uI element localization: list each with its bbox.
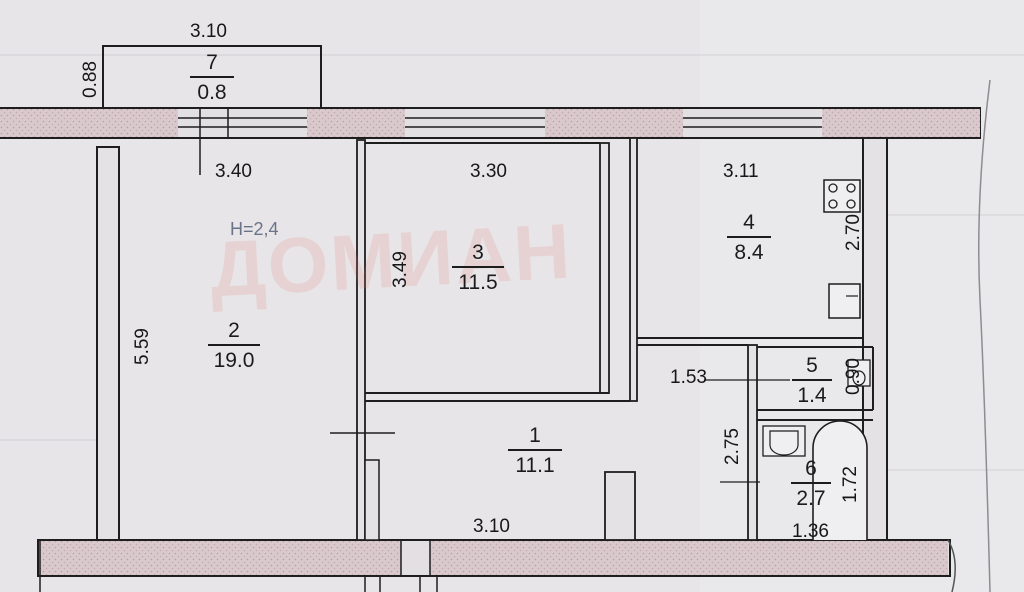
- bottom-exterior-wall: [37, 539, 951, 592]
- room-area: 0.8: [197, 81, 227, 104]
- room4-width-label: 3.11: [723, 161, 759, 182]
- room-area: 19.0: [213, 349, 255, 372]
- partition-room2-room3: [356, 139, 366, 541]
- top-exterior-wall: [0, 107, 981, 175]
- toilet-icon: [847, 359, 871, 387]
- room-area: 11.5: [458, 271, 498, 294]
- ceiling-height-label: H=2,4: [230, 219, 279, 239]
- room4-label: 4 8.4: [727, 212, 771, 263]
- room-number: 2: [228, 319, 240, 342]
- room5-label: 5 1.4: [792, 355, 832, 406]
- room3-label: 3 11.5: [452, 242, 504, 293]
- bath-length-label: 1.72: [839, 466, 861, 503]
- room-number: 3: [472, 241, 484, 264]
- room2-label: 2 19.0: [208, 320, 260, 371]
- room3-width-label: 3.30: [470, 161, 507, 182]
- room-area: 2.7: [796, 487, 826, 510]
- room5-walls: [747, 344, 874, 541]
- room1-label: 1 11.1: [508, 425, 562, 476]
- bathtub-icon: [812, 420, 868, 540]
- left-wall: [96, 146, 120, 541]
- fraction-line: [508, 449, 562, 451]
- room6-length-label: 2.75: [721, 428, 743, 465]
- fraction-line: [452, 266, 504, 268]
- stove-icon: [823, 179, 861, 213]
- room-number: 4: [743, 211, 755, 234]
- room2-width-label: 3.40: [215, 161, 252, 182]
- room3-length-label: 3.49: [389, 251, 411, 288]
- kitchen-sink-icon: [828, 283, 861, 319]
- room-number: 5: [806, 354, 818, 377]
- fraction-line: [208, 344, 260, 346]
- corridor-width-label: 1.53: [670, 367, 707, 388]
- room4-length-label: 2.70: [842, 214, 864, 251]
- washbasin-icon: [762, 425, 806, 457]
- room-number: 1: [529, 424, 541, 447]
- balcony-width-label: 3.10: [190, 21, 227, 42]
- room5-length-label: 0.90: [842, 358, 864, 395]
- fraction-line: [727, 236, 771, 238]
- balcony-depth-label: 0.88: [79, 61, 101, 98]
- room-number: 7: [206, 51, 218, 74]
- room6-label: 6 2.7: [791, 458, 831, 509]
- room3-walls: [365, 142, 630, 402]
- fraction-line: [792, 379, 832, 381]
- hall-bottom-label: 3.10: [473, 516, 510, 537]
- fraction-line: [791, 482, 831, 484]
- room6-width-label: 1.36: [792, 521, 829, 542]
- room7-label: 7 0.8: [190, 52, 234, 103]
- room-area: 11.1: [515, 454, 555, 477]
- fraction-line: [190, 76, 234, 78]
- hall-walls: [330, 137, 863, 541]
- room-area: 8.4: [734, 241, 764, 264]
- room-number: 6: [805, 457, 817, 480]
- page-curl: [978, 79, 991, 592]
- room-area: 1.4: [797, 384, 827, 407]
- room2-length-label: 5.59: [131, 328, 153, 365]
- background-lines: [0, 54, 1024, 471]
